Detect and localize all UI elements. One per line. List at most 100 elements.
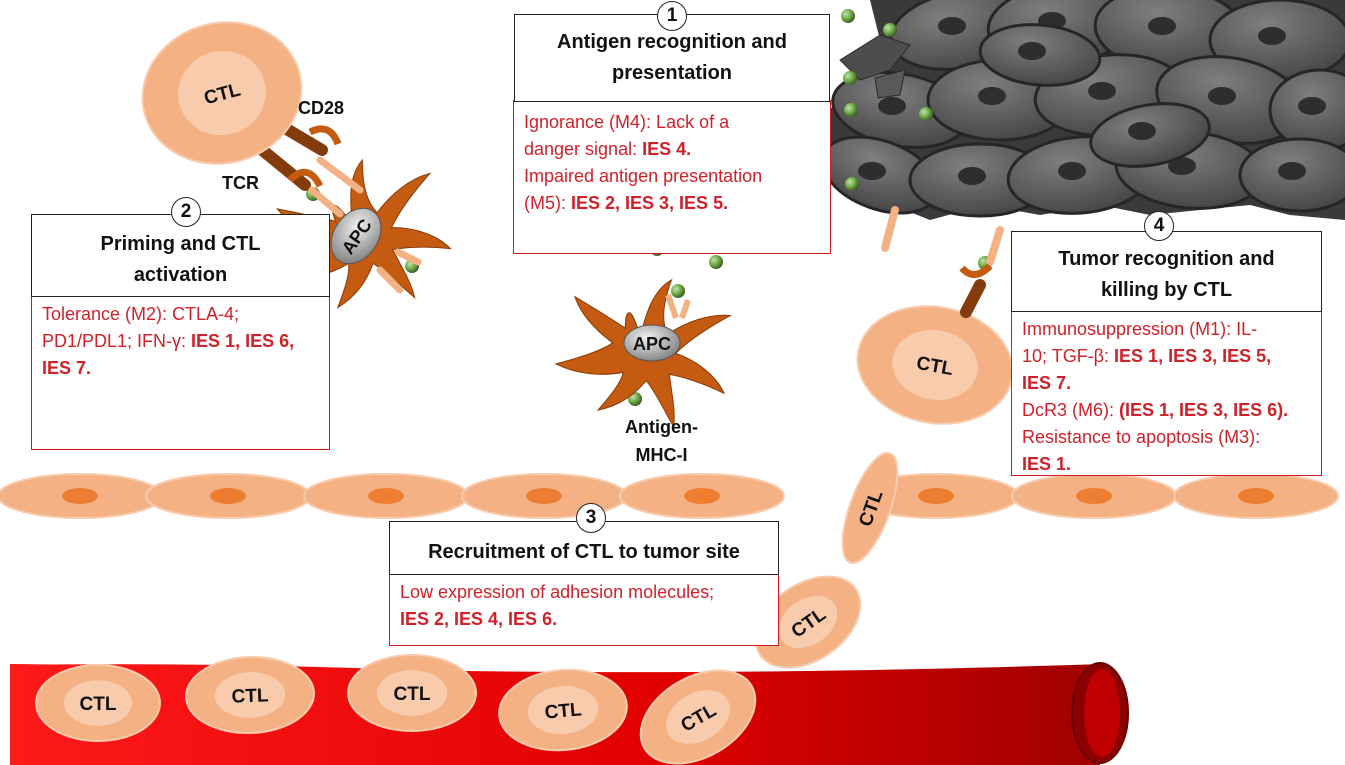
step3-number-badge: 3 [576, 503, 606, 533]
endothelial-nucleus [62, 488, 98, 504]
step2-line2: PD1/PDL1; IFN-γ: IES 1, IES 6, [42, 331, 295, 351]
ctl-nucleus [892, 329, 978, 401]
ctl-nucleus [778, 595, 838, 649]
tumor-nucleus [958, 167, 986, 185]
endothelial-nucleus [918, 488, 954, 504]
step1-line2: danger signal: IES 4. [524, 139, 692, 159]
tumor-nucleus [878, 97, 906, 115]
step2-title-box: Priming and CTL activation [31, 214, 330, 297]
step1-title-line1: Antigen recognition and [557, 31, 787, 53]
step3-line2: IES 2, IES 4, IES 6. [400, 609, 558, 629]
antigen-mhc-line2: MHC-I [635, 445, 688, 465]
tumor-nucleus [1208, 87, 1236, 105]
ctl-nucleus [376, 670, 448, 716]
ctl-cell-migrating: CTL [754, 575, 862, 669]
endothelial-nucleus [526, 488, 562, 504]
tumor-nucleus [1088, 82, 1116, 100]
ctl-cell-vessel: CTL [639, 669, 757, 765]
tumor-nucleus [1168, 157, 1196, 175]
ctl-nucleus [63, 680, 133, 726]
ctl-cell-tumor: CTL [856, 305, 1014, 425]
antigen-dot [709, 255, 723, 269]
step4-title-line2: killing by CTL [1100, 278, 1233, 301]
antigen-dot [843, 71, 857, 85]
antigen-dot [628, 392, 642, 406]
step4-line4: DcR3 (M6): (IES 1, IES 3, IES 6). [1022, 400, 1289, 420]
step1-number-badge: 1 [657, 1, 687, 31]
step3-line1: Low expression of adhesion molecules; [400, 582, 715, 602]
step3-details-box: Low expression of adhesion molecules; IE… [389, 574, 779, 646]
step4-line6: IES 1. [1022, 454, 1072, 474]
ctl-cell-vessel: CTL [498, 668, 628, 752]
tumor-mass [820, 0, 1345, 220]
endothelial-nucleus [1238, 488, 1274, 504]
ctl-nucleus [214, 672, 286, 718]
tumor-ctl-receptors [881, 206, 1004, 318]
tumor-nucleus [858, 162, 886, 180]
ctl-nucleus [666, 690, 730, 744]
endothelial-layer [0, 473, 1339, 519]
tumor-nucleus [1148, 17, 1176, 35]
tumor-nucleus [1128, 122, 1156, 140]
step4-details-box: Immunosuppression (M1): IL- 10; TGF-β: I… [1011, 310, 1322, 476]
step1-title-line2: presentation [611, 62, 733, 84]
antigen-mhc-label: Antigen- MHC-I [625, 413, 698, 469]
step1-line4: (M5): IES 2, IES 3, IES 5. [524, 193, 729, 213]
step1-line1: Ignorance (M4): Lack of a [524, 112, 730, 132]
antigen-dot [671, 284, 685, 298]
endothelial-nucleus [368, 488, 404, 504]
step4-line2: 10; TGF-β: IES 1, IES 3, IES 5, [1022, 346, 1272, 366]
ctl-label: CTL [80, 694, 117, 715]
antigen-dot [844, 103, 858, 117]
tumor-nucleus [1278, 162, 1306, 180]
tumor-nucleus [1018, 42, 1046, 60]
step4-line3: IES 7. [1022, 373, 1072, 393]
ctl-nucleus [178, 50, 266, 136]
tumor-nucleus [938, 17, 966, 35]
step2-line3: IES 7. [42, 358, 92, 378]
ctl-cell-priming: CTL [141, 21, 303, 165]
step3-title: Recruitment of CTL to tumor site [428, 540, 740, 563]
step2-line1: Tolerance (M2): CTLA-4; [42, 304, 240, 324]
ctl-label: CTL [231, 685, 269, 707]
step2-title-line2: activation [133, 263, 228, 286]
antigen-dot [845, 177, 859, 191]
tumor-nucleus [1258, 27, 1286, 45]
endothelial-nucleus [684, 488, 720, 504]
antigen-mhc-line1: Antigen- [625, 417, 698, 437]
mhc-stalks-center [665, 294, 691, 319]
antigen-dot [919, 107, 933, 121]
antigen-dot [841, 9, 855, 23]
step4-number-badge: 4 [1144, 211, 1174, 241]
step1-line3: Impaired antigen presentation [524, 166, 763, 186]
apc-label-center: APC [633, 334, 671, 354]
step4-line5: Resistance to apoptosis (M3): [1022, 427, 1261, 447]
cd28-label: CD28 [298, 98, 345, 118]
step2-title-line1: Priming and CTL [100, 232, 261, 255]
apc-core-priming [330, 207, 382, 265]
tcr-label: TCR [222, 173, 259, 193]
ctl-label: CTL [394, 684, 431, 705]
tumor-nucleus [1058, 162, 1086, 180]
step1-details-box: Ignorance (M4): Lack of a danger signal:… [513, 100, 831, 254]
ctl-cell-vessel: CTL [347, 654, 477, 732]
endothelial-nucleus [210, 488, 246, 504]
ctl-nucleus [527, 685, 599, 735]
step4-title-line1: Tumor recognition and [1058, 247, 1275, 270]
ctl-label: CTL [544, 699, 583, 723]
step2-details-box: Tolerance (M2): CTLA-4; PD1/PDL1; IFN-γ:… [31, 295, 330, 450]
antigen-dot [883, 23, 897, 37]
tcr-cd28-receptors [244, 112, 422, 294]
tumor-nucleus [1298, 97, 1326, 115]
apc-core-center [623, 324, 681, 362]
tumor-nucleus [978, 87, 1006, 105]
ctl-cell-vessel: CTL [185, 655, 315, 735]
ctl-cell-vessel: CTL [35, 664, 161, 742]
step2-number-badge: 2 [171, 197, 201, 227]
ctl-cell-extravasating: CTL [841, 452, 899, 564]
step4-title-box: Tumor recognition and killing by CTL [1011, 231, 1322, 312]
step4-line1: Immunosuppression (M1): IL- [1022, 319, 1258, 339]
endothelial-nucleus [1076, 488, 1112, 504]
